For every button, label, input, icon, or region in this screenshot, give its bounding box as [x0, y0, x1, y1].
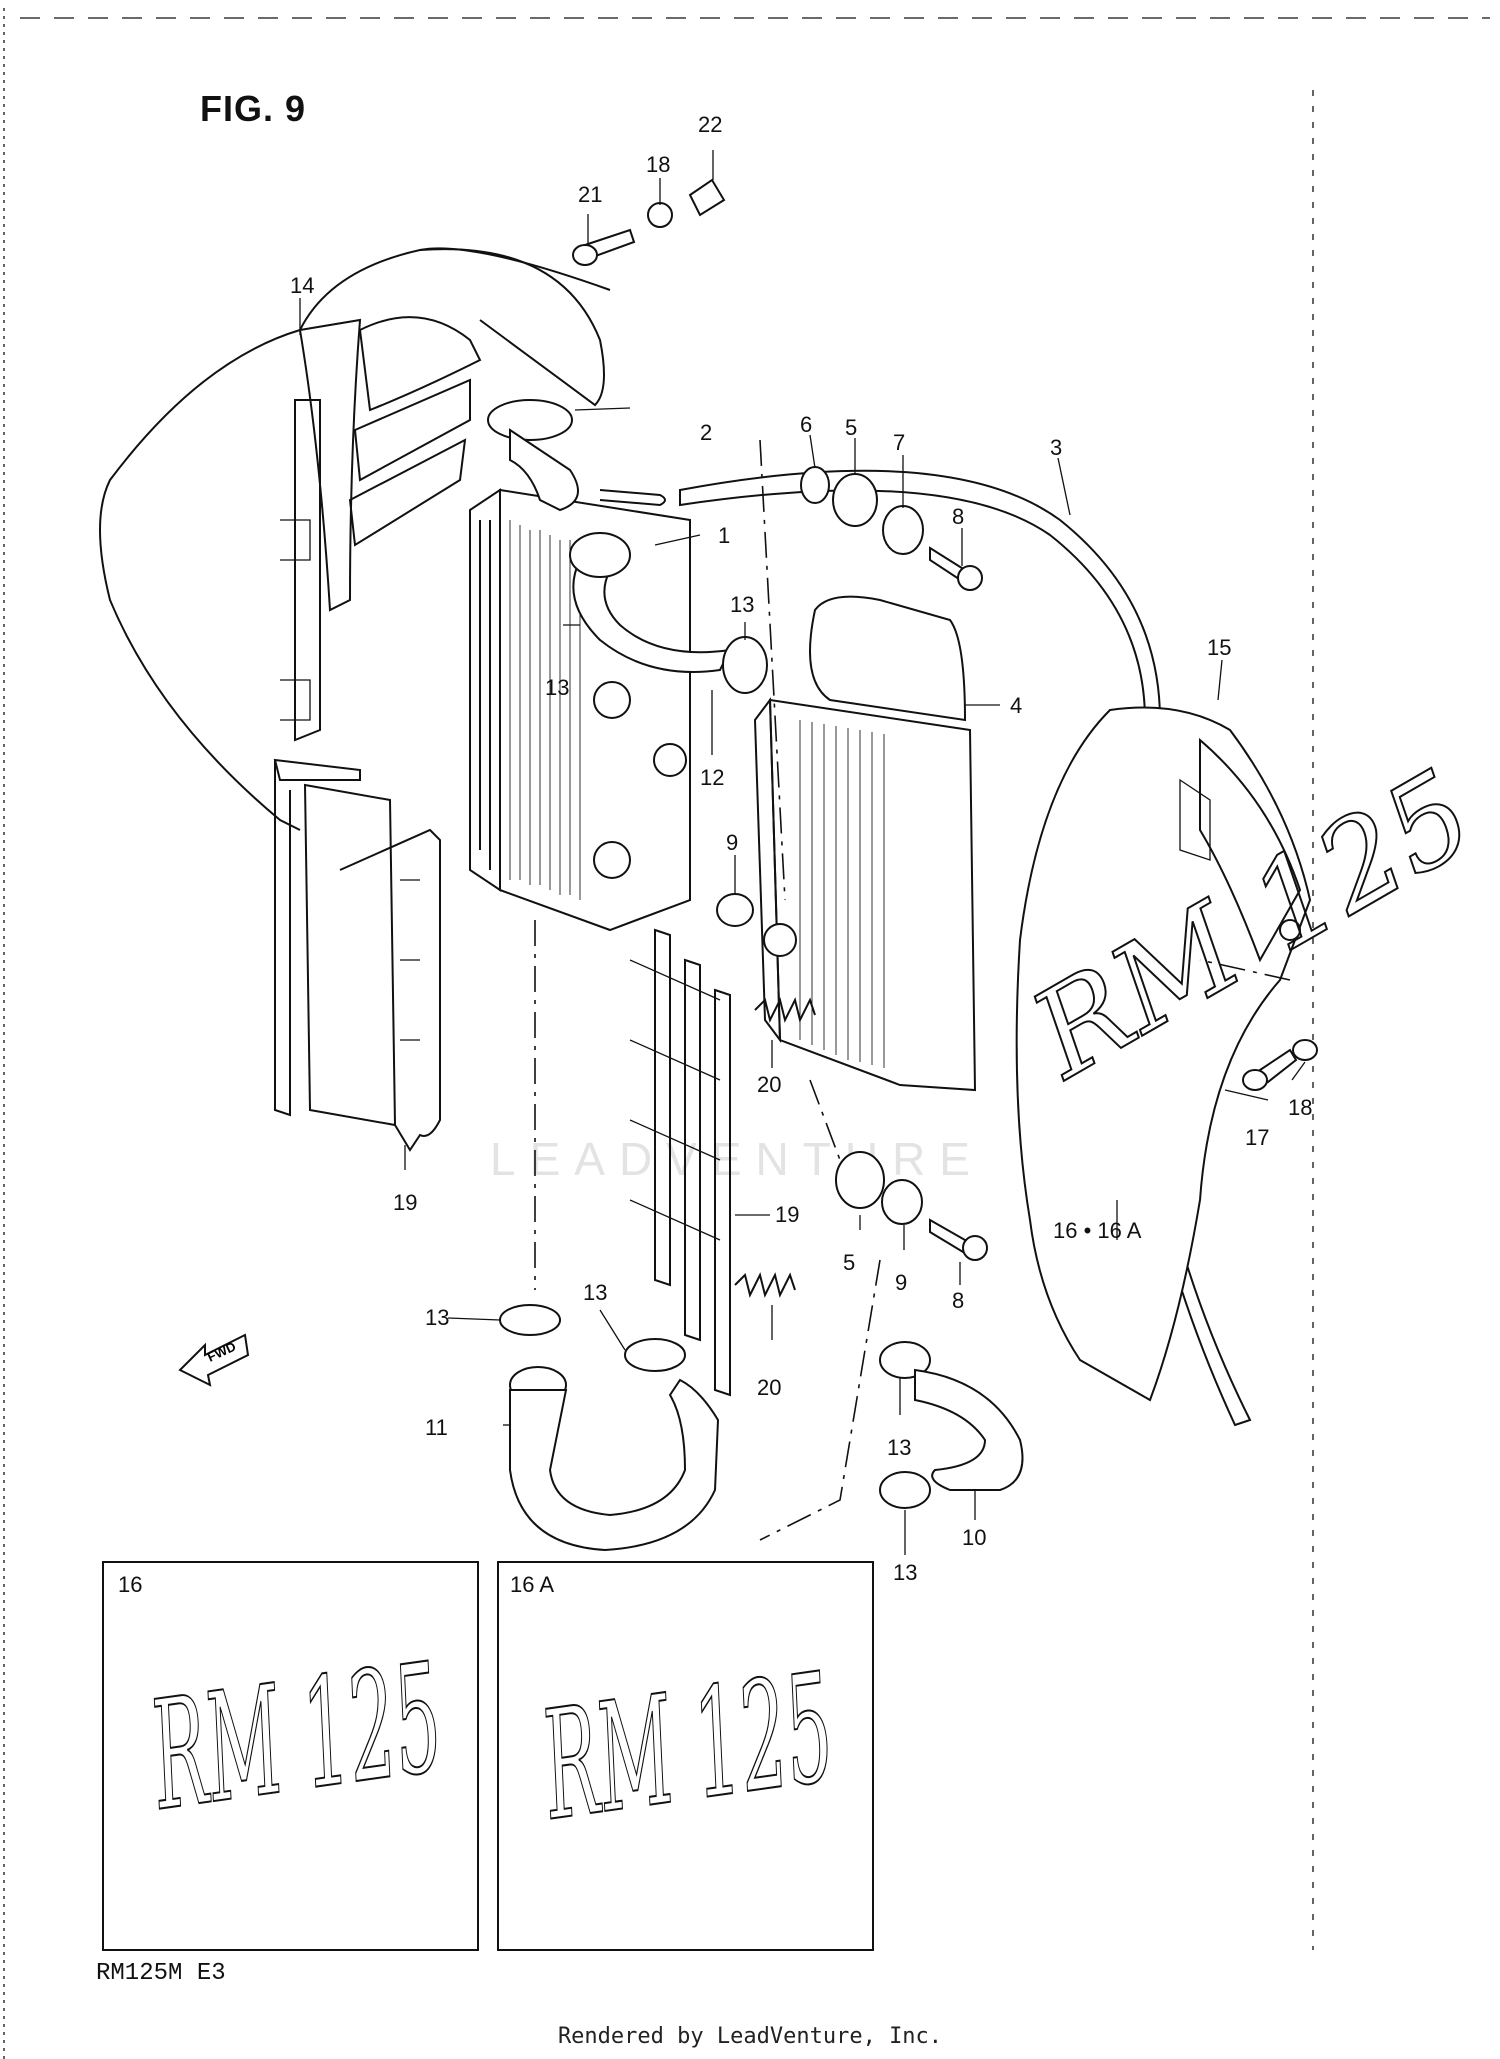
callout-16-16a: 16 • 16 A — [1053, 1218, 1142, 1243]
callout-4-label: 4 — [1010, 693, 1022, 718]
callout-18-right: 18 — [1288, 1095, 1312, 1120]
callout-3: 3 — [1050, 435, 1062, 460]
callout-22: 22 — [698, 112, 722, 137]
watermark-text: LEADVENTURE — [490, 1133, 984, 1185]
lower-hose-left — [509, 1366, 720, 1552]
figure-title: FIG. 9 — [200, 88, 307, 129]
upper-hose — [569, 532, 732, 673]
callout-numbers: 1 1 2 3 5 5 6 7 8 8 9 9 10 11 12 13 13 1… — [290, 112, 1312, 1585]
callout-13-upper-right: 13 — [730, 592, 754, 617]
callout-14: 14 — [290, 273, 314, 298]
left-radiator-screen — [273, 758, 441, 1152]
hose-clamps — [499, 636, 931, 1509]
callout-11: 11 — [425, 1415, 448, 1440]
callout-13-upper-left: 13 — [545, 675, 569, 700]
right-radiator — [753, 595, 977, 1092]
right-radiator-shroud: RM 125 — [1008, 706, 1497, 1402]
top-hardware — [572, 178, 726, 266]
callout-13-lower-right-b: 13 — [893, 1560, 917, 1585]
callout-1: 1 — [718, 523, 730, 548]
callout-9-upper: 9 — [726, 830, 738, 855]
inset-decal-16a: 16 A RM 125 — [497, 1561, 874, 1951]
left-radiator-shroud — [99, 247, 611, 831]
callout-20-upper: 20 — [757, 1072, 781, 1097]
lower-hose-right — [914, 1368, 1024, 1491]
lower-mounting-hardware — [716, 893, 988, 1261]
left-radiator — [469, 488, 691, 932]
inset-16a-decal: RM 125 — [531, 1641, 844, 1854]
inset-16-decal: RM 125 — [140, 1631, 453, 1844]
shroud-bolt-and-washer — [1242, 1039, 1318, 1091]
model-code: RM125M E3 — [96, 1960, 226, 1987]
callout-17: 17 — [1245, 1125, 1269, 1150]
overflow-tube — [679, 469, 1252, 1427]
center-radiator-screens — [629, 928, 731, 1397]
callout-8-upper: 8 — [952, 504, 964, 529]
callout-5-lower: 5 — [843, 1250, 855, 1275]
callout-21: 21 — [578, 182, 602, 207]
callout-9-lower: 9 — [895, 1270, 907, 1295]
leader-lines — [299, 150, 1306, 1555]
callout-13-lower-left: 13 — [425, 1305, 449, 1330]
callout-6: 6 — [800, 412, 812, 437]
callout-8-lower: 8 — [952, 1288, 964, 1313]
callout-18-top: 18 — [646, 152, 670, 177]
render-credit-footer: Rendered by LeadVenture, Inc. — [557, 2024, 943, 2049]
fwd-arrow-icon: FWD — [178, 1333, 250, 1387]
inset-16a-label: 16 A — [510, 1572, 554, 1597]
inset-decal-16: 16 RM 125 — [102, 1561, 479, 1951]
radiator-springs — [734, 997, 816, 1298]
callout-2: 2 — [700, 420, 712, 445]
callout-7: 7 — [893, 430, 905, 455]
inset-16-label: 16 — [118, 1572, 142, 1597]
callout-13-lower-right-a: 13 — [887, 1435, 911, 1460]
callout-19-center: 19 — [775, 1202, 799, 1227]
callout-5-upper: 5 — [845, 415, 857, 440]
callout-19-left: 19 — [393, 1190, 417, 1215]
callout-12: 12 — [700, 765, 724, 790]
radiator-cap — [487, 399, 666, 512]
callout-20-lower: 20 — [757, 1375, 781, 1400]
callout-13-lower-mid: 13 — [583, 1280, 607, 1305]
callout-15: 15 — [1207, 635, 1231, 660]
assembly-center-lines — [534, 439, 1291, 1541]
callout-10: 10 — [962, 1525, 986, 1550]
upper-mounting-hardware — [800, 466, 983, 591]
